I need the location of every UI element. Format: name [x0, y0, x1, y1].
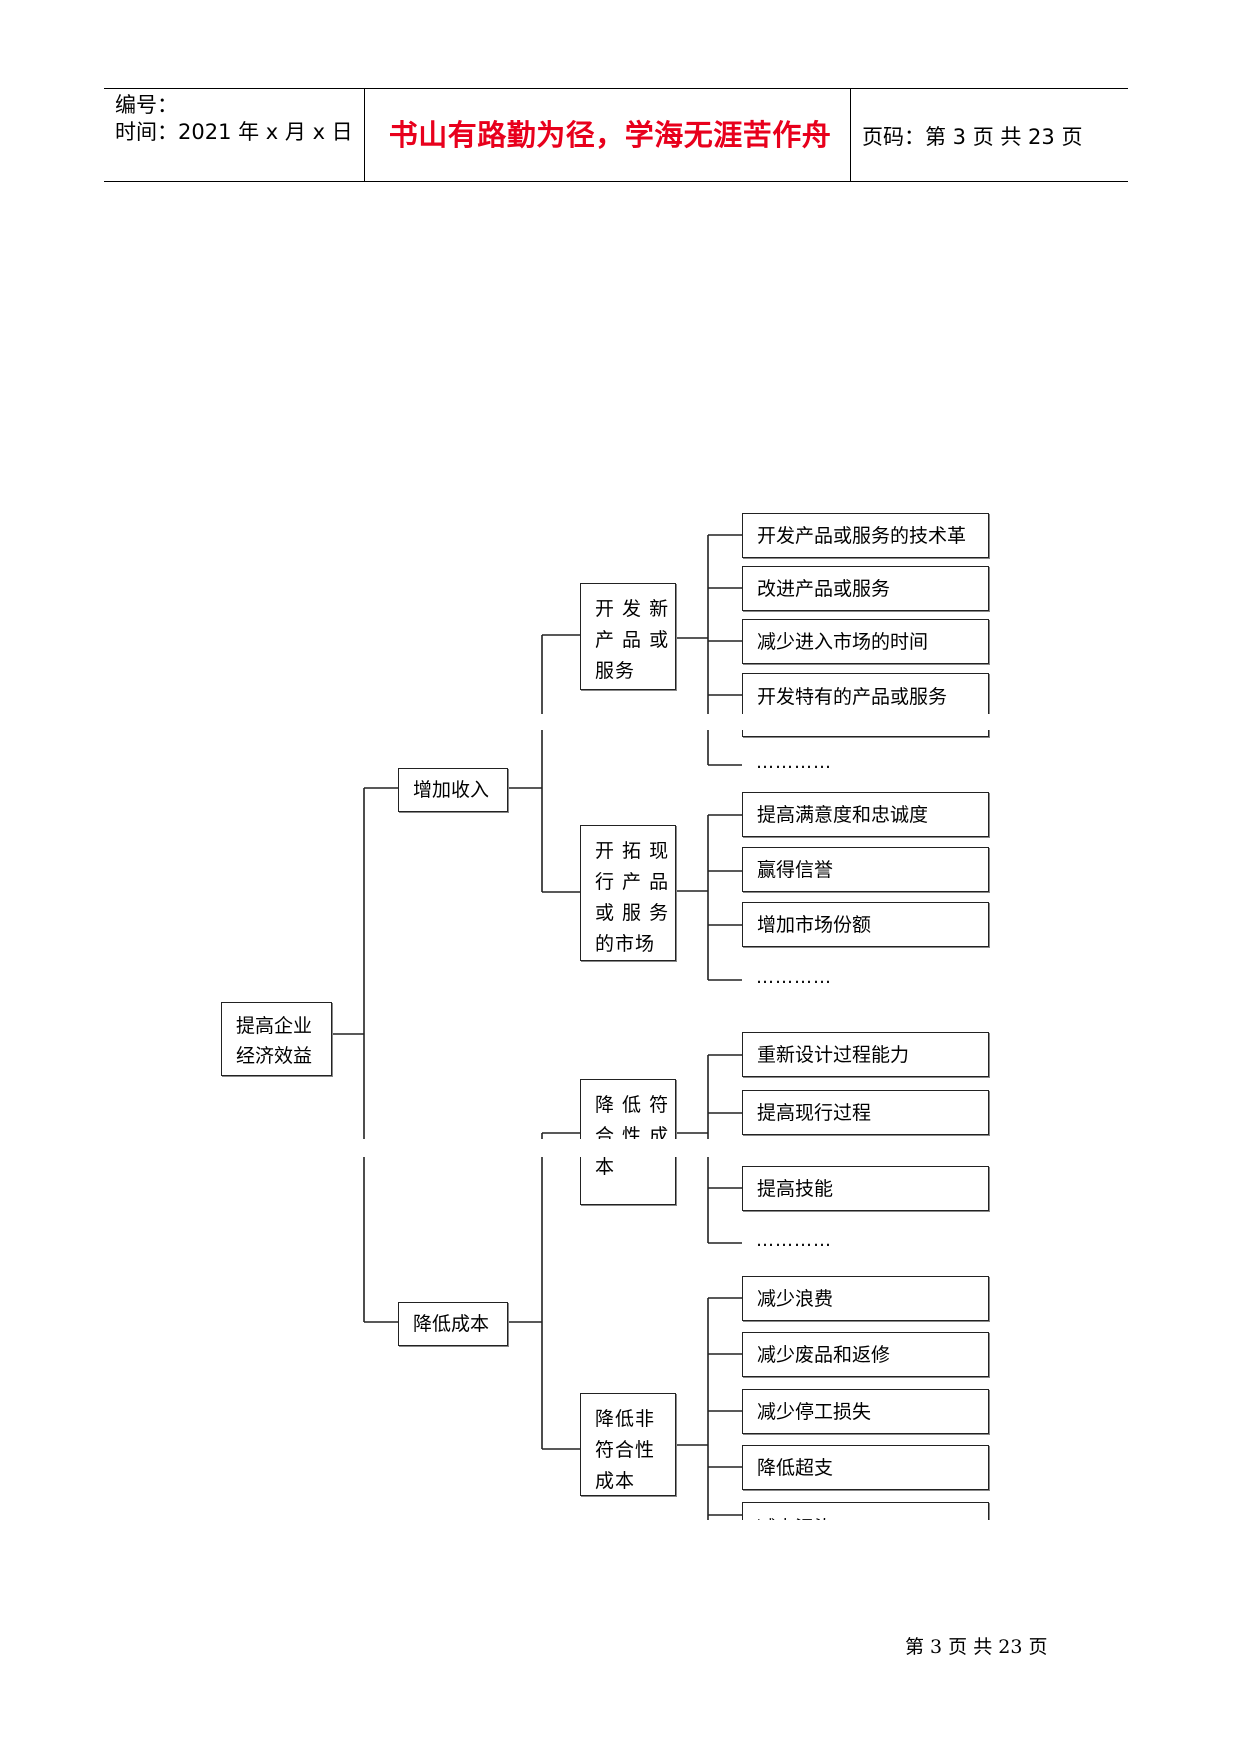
leaf-reduce-time-to-market: 减少进入市场的时间 — [742, 619, 989, 664]
page-footer: 第 3 页 共 23 页 — [905, 1636, 1048, 1658]
leaf-tech-innovation: 开发产品或服务的技术革 — [742, 513, 989, 558]
page-break-gap-3 — [520, 1520, 1020, 1580]
header-divider-right — [850, 88, 851, 182]
leaf-increase-market-share: 增加市场份额 — [742, 902, 989, 947]
leaf-satisfaction-loyalty: 提高满意度和忠诚度 — [742, 792, 989, 837]
sub-existing-market: 开 拓 现 行 产 品 或 服 务 的市场 — [580, 825, 676, 961]
sub-nonconformance-cost: 降低非 符合性 成本 — [580, 1393, 676, 1496]
document-time-label: 时间：2021 年 x 月 x 日 — [115, 120, 353, 144]
ellipsis-existing-market: ………… — [756, 967, 832, 988]
page-break-gap-1 — [520, 714, 1020, 730]
sub-new-product: 开 发 新 产 品 或 服务 — [580, 583, 676, 690]
ellipsis-new-product: ………… — [756, 752, 832, 773]
leaf-win-reputation: 赢得信誉 — [742, 847, 989, 892]
leaf-improve-product: 改进产品或服务 — [742, 566, 989, 611]
root-node: 提高企业 经济效益 — [221, 1002, 332, 1076]
leaf-improve-process: 提高现行过程 — [742, 1090, 989, 1135]
leaf-reduce-downtime: 减少停工损失 — [742, 1389, 989, 1434]
leaf-improve-skills: 提高技能 — [742, 1166, 989, 1211]
page-info: 页码：第 3 页 共 23 页 — [862, 125, 1083, 149]
header-motto: 书山有路勤为径，学海无涯苦作舟 — [388, 118, 832, 152]
branch-reduce-cost: 降低成本 — [398, 1302, 508, 1346]
ellipsis-conformance: ………… — [756, 1230, 832, 1251]
header-top-rule — [104, 88, 1128, 89]
page-break-gap-2 — [340, 1139, 1030, 1157]
branch-increase-income: 增加收入 — [398, 768, 508, 812]
leaf-reduce-waste: 减少浪费 — [742, 1276, 989, 1321]
leaf-redesign-process: 重新设计过程能力 — [742, 1032, 989, 1077]
header-divider-left — [364, 88, 365, 182]
leaf-reduce-scrap-rework: 减少废品和返修 — [742, 1332, 989, 1377]
header-bottom-rule — [104, 181, 1128, 182]
document-number-label: 编号： — [115, 93, 178, 117]
leaf-reduce-overrun: 降低超支 — [742, 1445, 989, 1490]
